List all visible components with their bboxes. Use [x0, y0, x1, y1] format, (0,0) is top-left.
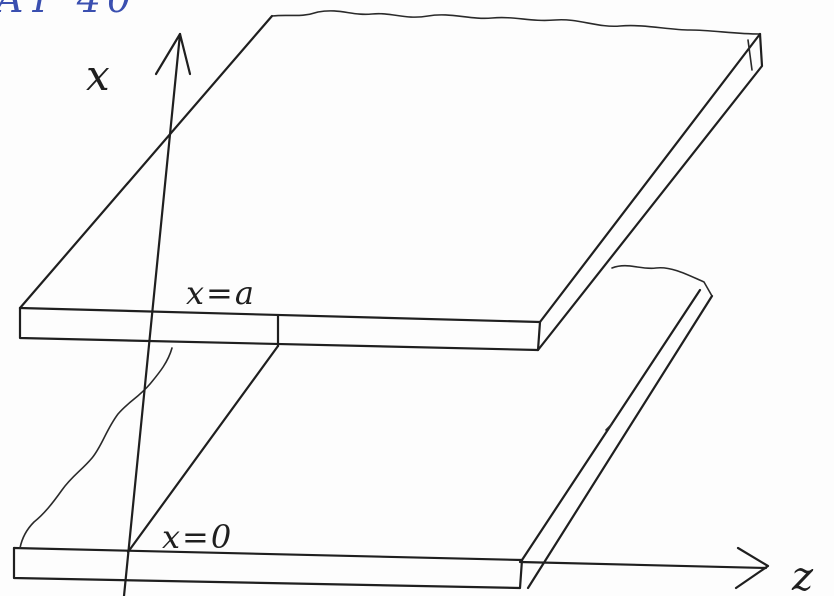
header-fragment-text: AT 40 — [0, 0, 137, 21]
bottom-plate-torn-left-edge — [19, 347, 173, 549]
axes — [122, 32, 770, 596]
z-axis-arrowhead — [734, 546, 770, 590]
top-plate-label: x=a — [186, 274, 256, 312]
top-plate-right-edge — [538, 32, 762, 324]
x-axis-line — [122, 32, 182, 596]
header-fragment: AT 40 — [0, 0, 137, 21]
top-plate-back-edge-torn — [271, 10, 761, 35]
bottom-plate-small-tick — [605, 423, 613, 431]
top-plate-side-face — [536, 32, 764, 352]
labels: x z x=a x=0 — [86, 51, 814, 596]
top-plate-front-edge — [18, 306, 542, 324]
bottom-plate — [12, 288, 714, 590]
z-axis-label: z — [791, 554, 814, 596]
z-axis-line — [518, 560, 768, 570]
top-plate — [18, 10, 764, 352]
x-axis-arrowhead — [154, 32, 192, 76]
top-plate-side-inner — [747, 39, 753, 71]
bottom-plate-front-edge — [12, 546, 524, 562]
x-axis-label: x — [86, 51, 110, 100]
top-plate-torn-connector — [611, 264, 713, 297]
bottom-plate-label: x=0 — [162, 518, 233, 556]
bottom-plate-inner-diagonal — [126, 344, 280, 554]
top-plate-left-edge — [18, 14, 274, 310]
bottom-plate-front-face — [12, 546, 524, 590]
bottom-plate-side-face — [526, 294, 714, 590]
